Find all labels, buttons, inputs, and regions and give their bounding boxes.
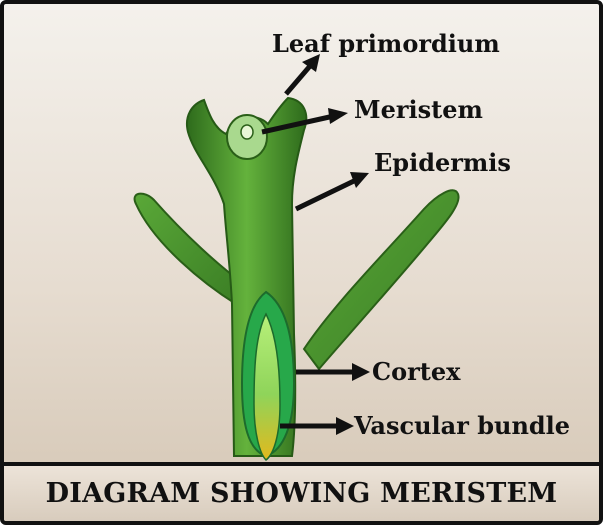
leaf-primordium-label: Leaf primordium [272, 29, 500, 58]
caption-bar: DIAGRAM SHOWING MERISTEM [4, 462, 599, 521]
diagram-caption: DIAGRAM SHOWING MERISTEM [46, 478, 558, 509]
meristem-diagram: Leaf primordium Meristem Epidermis Corte… [4, 4, 603, 464]
epidermis-label: Epidermis [374, 148, 511, 177]
meristem-label: Meristem [354, 95, 483, 124]
right-leaf [304, 190, 459, 369]
vascular-bundle-label: Vascular bundle [353, 411, 570, 440]
cortex-label: Cortex [372, 357, 461, 386]
